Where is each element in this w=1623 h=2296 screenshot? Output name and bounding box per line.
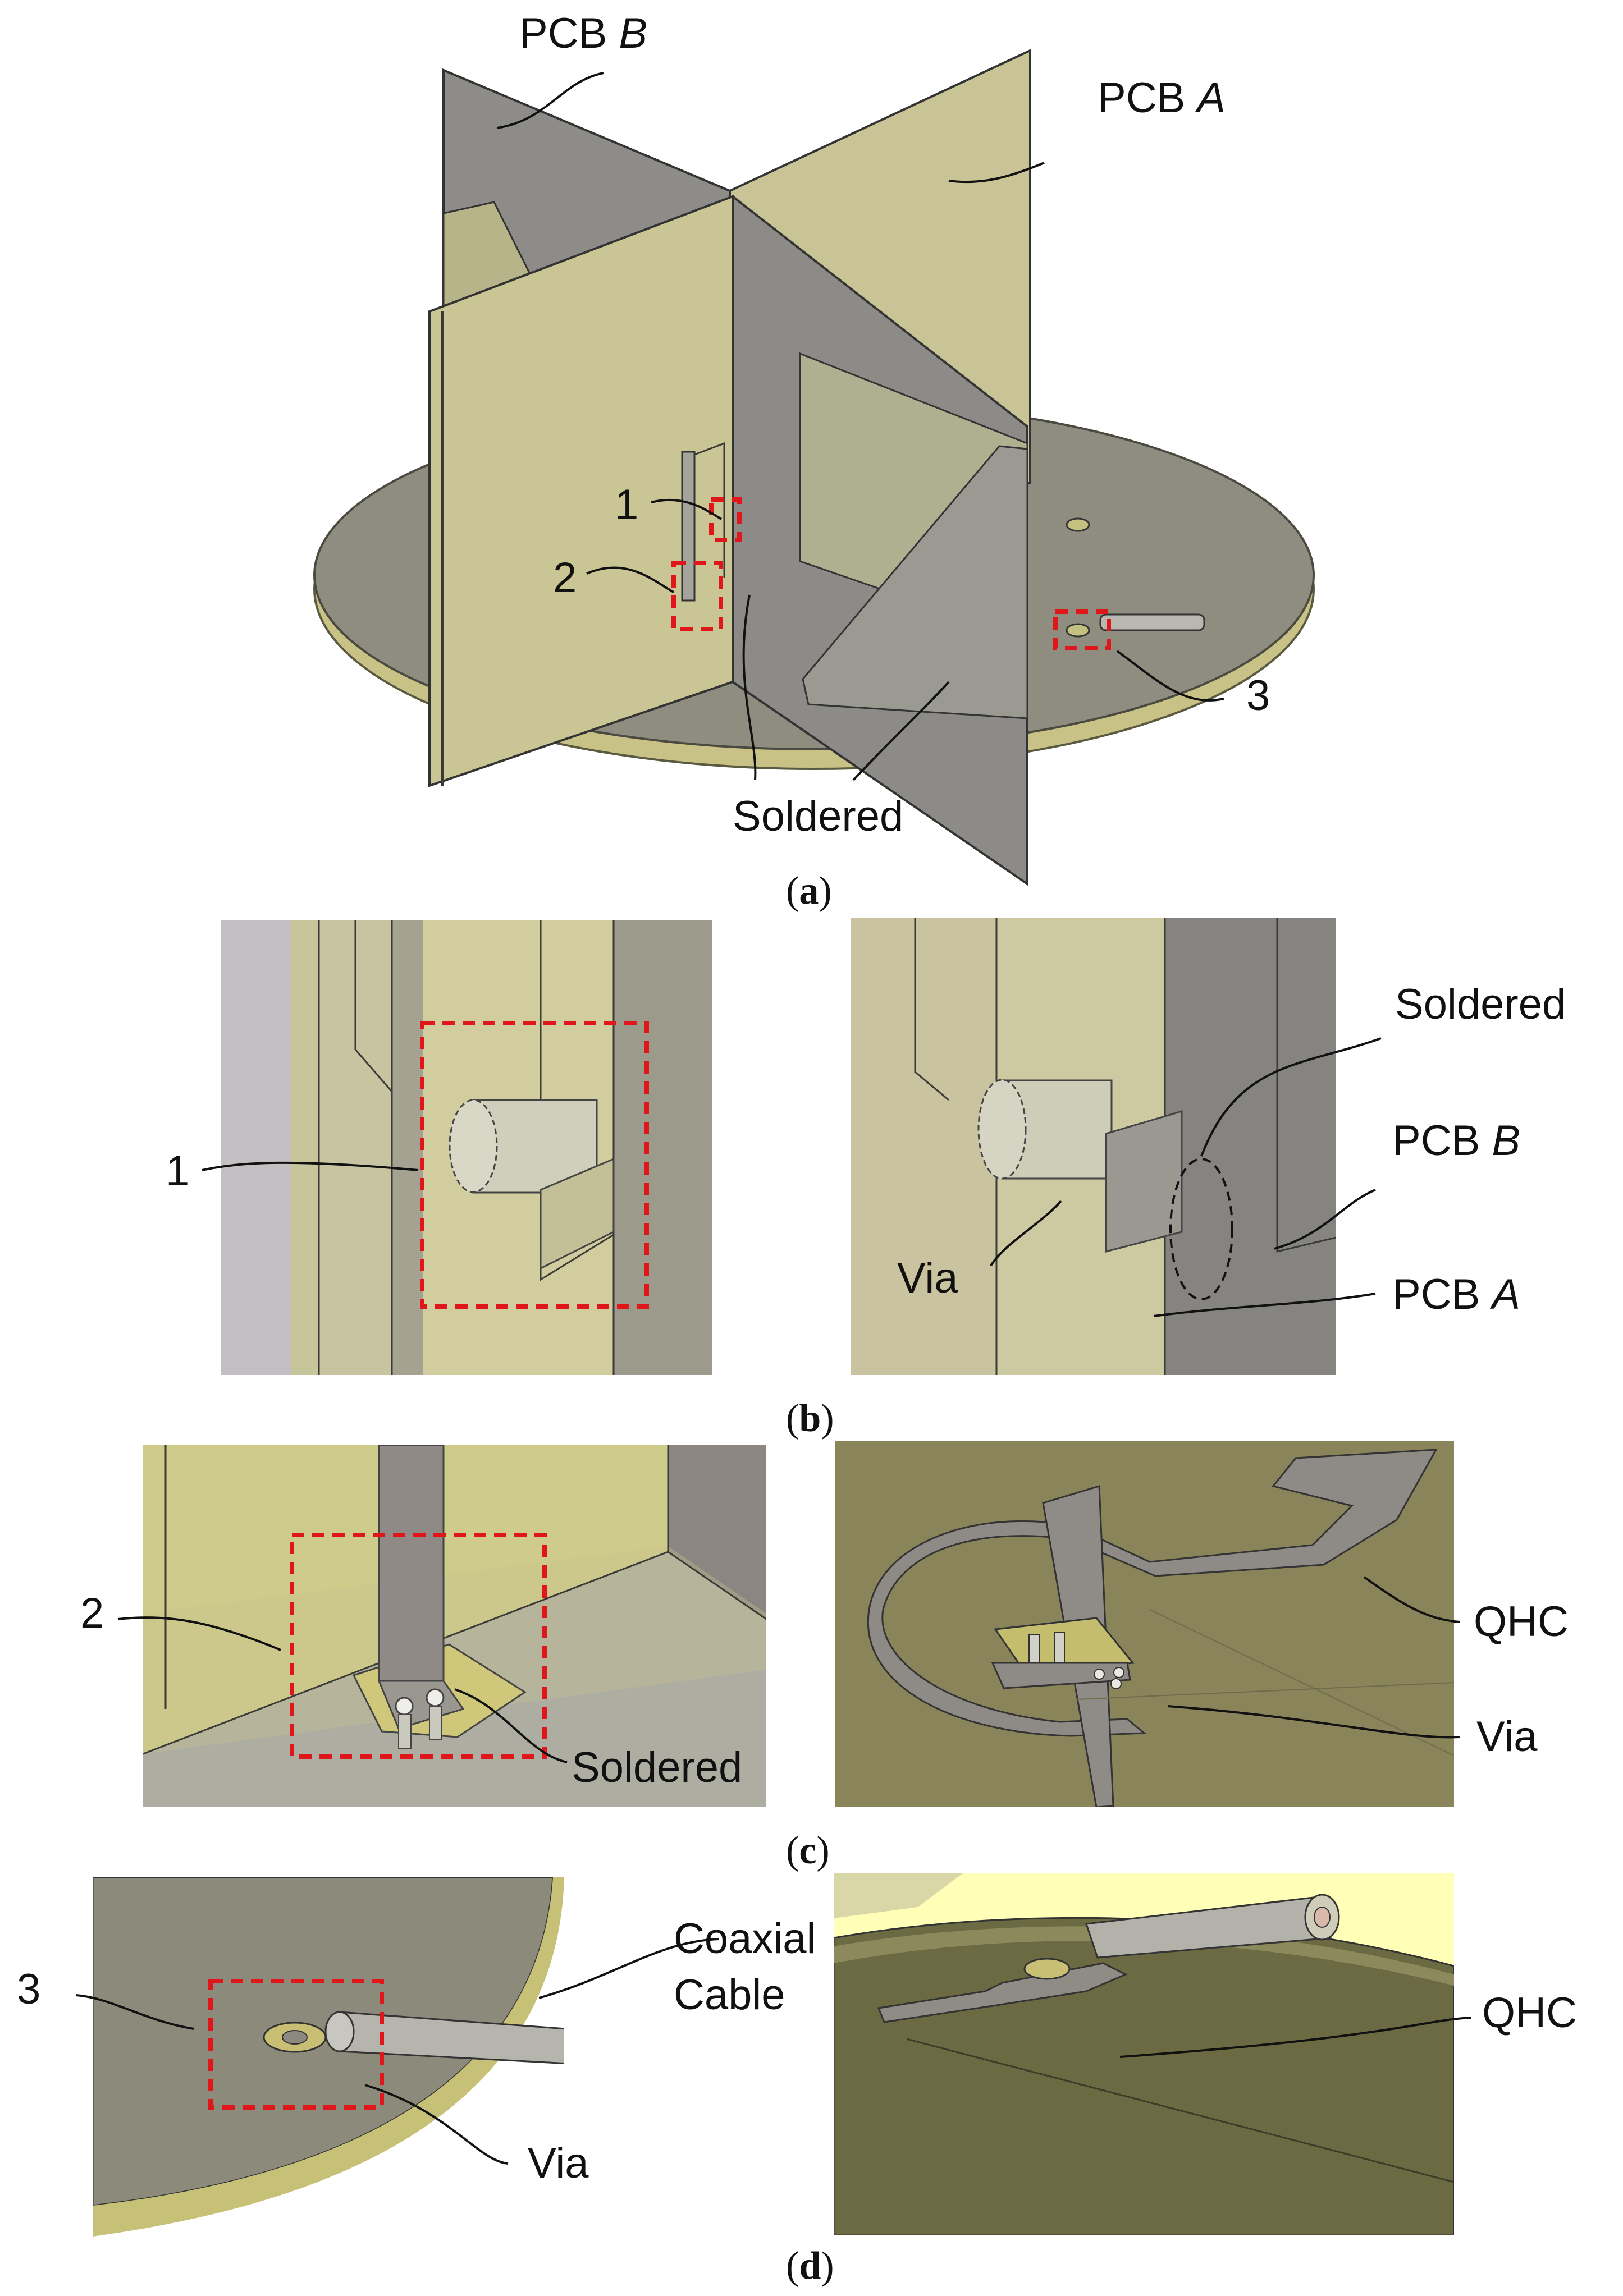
label-b-via: Via: [897, 1254, 958, 1302]
panel-b-left: 1: [166, 920, 712, 1375]
label-soldered: Soldered: [733, 792, 903, 840]
highlight-box-1: [709, 497, 742, 542]
leader-d-via: [364, 2084, 509, 2165]
caption-c: (c): [786, 1829, 830, 1872]
label-d-via: Via: [528, 2139, 589, 2187]
label-c-soldered: Soldered: [572, 1744, 742, 1791]
label-b-pcb-b: PCB B: [1392, 1117, 1520, 1165]
label-c-qhc: QHC: [1474, 1598, 1569, 1646]
leader-d-qhc: [1119, 2017, 1471, 2058]
label-d-3: 3: [17, 1965, 40, 2013]
label-c-via: Via: [1476, 1713, 1538, 1761]
label-d-coaxial-1: Coaxial: [674, 1915, 816, 1963]
leader-d-coax: [538, 1938, 719, 1999]
label-d-qhc: QHC: [1482, 1989, 1577, 2037]
panel-d-right: QHC (d): [786, 1873, 1577, 2288]
panel-c-right: QHC Via (c): [786, 1441, 1569, 1872]
leader-b-soldered: [1200, 1037, 1382, 1157]
label-3: 3: [1246, 672, 1270, 719]
label-pcb-a: PCB A: [1098, 74, 1226, 122]
caption-b: (b): [786, 1397, 834, 1440]
leader-pcb-a: [948, 162, 1045, 184]
highlight-box-3: [1053, 609, 1111, 650]
leader-b-via: [990, 1200, 1062, 1267]
panel-a: PCB B PCB A 1 2 3 Soldered (a): [313, 10, 1315, 913]
leader-c-2: [117, 1616, 281, 1651]
leader-b-pcb-b: [1274, 1189, 1376, 1250]
label-c-2: 2: [80, 1589, 104, 1637]
leader-soldered-left: [742, 594, 757, 781]
soldered-ellipse: [1169, 1158, 1233, 1300]
leader-1: [651, 498, 723, 520]
label-d-coaxial-2: Cable: [674, 1971, 785, 2019]
panel-b-right: Soldered PCB B Via PCB A (b): [786, 918, 1566, 1440]
panel-d-left: 3 Coaxial Cable Via: [17, 1877, 816, 2237]
leader-b-pcb-a: [1153, 1293, 1376, 1317]
leader-3: [1116, 650, 1224, 702]
coaxial-cable-a: [1066, 517, 1205, 638]
leader-pcb-b: [496, 72, 604, 129]
leader-c-via: [1167, 1705, 1460, 1739]
caption-d: (d): [786, 2244, 834, 2288]
leader-2: [586, 566, 674, 593]
highlight-box-2: [671, 561, 723, 631]
leader-b-1: [202, 1161, 419, 1171]
label-b-pcb-a: PCB A: [1392, 1271, 1520, 1318]
caption-a: (a): [786, 869, 832, 913]
label-2: 2: [553, 554, 577, 602]
label-b-1: 1: [166, 1147, 189, 1195]
label-b-soldered: Soldered: [1395, 980, 1566, 1028]
highlight-box-c2: [290, 1533, 547, 1759]
highlight-box-d3: [208, 1979, 384, 2110]
fin-triangle: [802, 445, 1028, 719]
leader-soldered-right: [852, 681, 950, 781]
highlight-box-b1: [420, 1021, 649, 1309]
label-pcb-b: PCB B: [519, 10, 647, 57]
label-1: 1: [615, 481, 638, 529]
leader-c-qhc: [1363, 1576, 1460, 1623]
panel-c-left: 2 Soldered: [80, 1445, 766, 1807]
leader-d-3: [75, 1994, 194, 2030]
leader-c-soldered: [454, 1688, 568, 1763]
